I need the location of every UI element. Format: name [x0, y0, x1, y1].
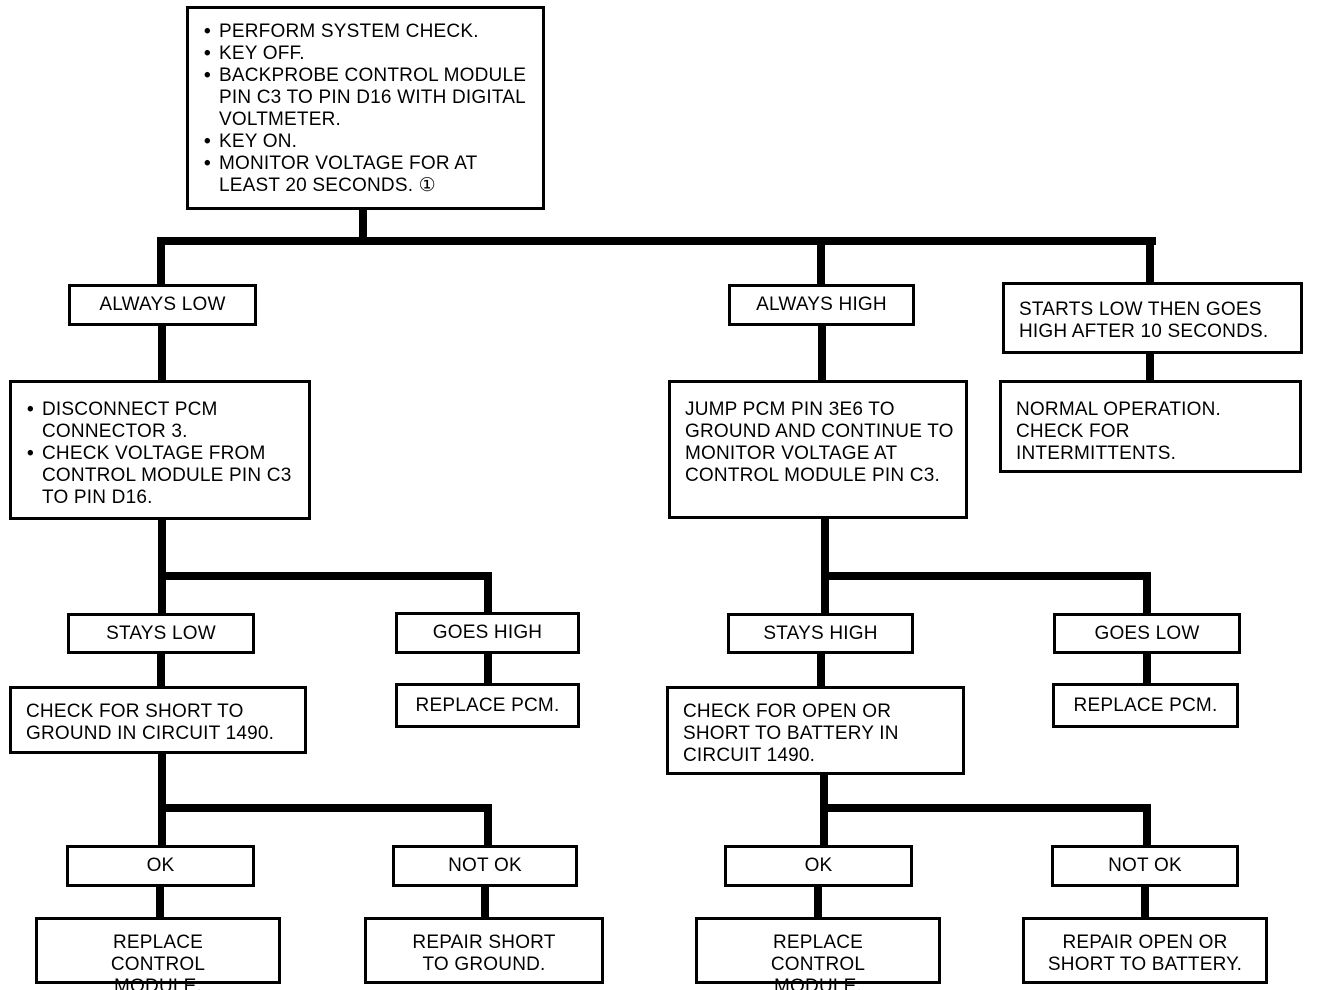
connector-stays-high-down [817, 650, 825, 690]
check-open-battery-box: CHECK FOR OPEN OR SHORT TO BATTERY IN CI… [666, 686, 965, 775]
connector-stays-low-down [157, 650, 165, 690]
low-action-box: DISCONNECT PCM CONNECTOR 3. CHECK VOLTAG… [9, 380, 311, 520]
always-low-label: ALWAYS LOW [68, 284, 257, 326]
connector-short-ground-down [158, 750, 166, 848]
connector-high-label-down [818, 322, 826, 384]
connector-to-high-not-ok [1143, 804, 1151, 848]
connector-to-goes-high [484, 572, 492, 616]
connector-to-always-high [817, 237, 825, 287]
connector-goes-high-down [484, 650, 492, 686]
low-replace-control-module-box: REPLACE CONTROL MODULE. [35, 917, 281, 990]
stays-high-label: STAYS HIGH [727, 613, 914, 654]
root-step: KEY ON. [203, 131, 534, 153]
low-action-step: DISCONNECT PCM CONNECTOR 3. [26, 399, 300, 443]
high-not-ok-label: NOT OK [1051, 845, 1239, 887]
repair-short-ground-box: REPAIR SHORT TO GROUND. [364, 917, 604, 984]
low-action-list: DISCONNECT PCM CONNECTOR 3. CHECK VOLTAG… [26, 399, 300, 509]
connector-top-bus [157, 237, 1156, 245]
connector-high-ok-bus [820, 804, 1151, 812]
connector-high-not-ok-down [1141, 883, 1149, 921]
normal-result-box: NORMAL OPERATION. CHECK FOR INTERMITTENT… [999, 380, 1302, 473]
connector-high-action-down [821, 515, 829, 616]
connector-low-ok-bus [158, 804, 492, 812]
goes-low-label: GOES LOW [1053, 613, 1241, 654]
stays-low-label: STAYS LOW [67, 613, 255, 654]
low-replace-pcm-box: REPLACE PCM. [395, 683, 580, 728]
connector-low-not-ok-down [481, 883, 489, 921]
check-short-ground-box: CHECK FOR SHORT TO GROUND IN CIRCUIT 149… [9, 686, 307, 754]
connector-to-goes-low [1143, 572, 1151, 616]
always-high-label: ALWAYS HIGH [728, 284, 915, 326]
connector-low-ok-down [156, 883, 164, 921]
connector-to-low-not-ok [484, 804, 492, 848]
low-action-step: CHECK VOLTAGE FROM CONTROL MODULE PIN C3… [26, 443, 300, 509]
high-action-box: JUMP PCM PIN 3E6 TO GROUND AND CONTINUE … [668, 380, 968, 519]
goes-high-label: GOES HIGH [395, 612, 580, 654]
connector-root-down [359, 206, 367, 242]
connector-high-ok-down [814, 883, 822, 921]
repair-open-battery-box: REPAIR OPEN OR SHORT TO BATTERY. [1022, 917, 1268, 984]
high-ok-label: OK [724, 845, 913, 887]
root-step: KEY OFF. [203, 43, 534, 65]
normal-condition-label: STARTS LOW THEN GOES HIGH AFTER 10 SECON… [1002, 282, 1303, 354]
high-replace-control-module-box: REPLACE CONTROL MODULE. [695, 917, 941, 990]
root-step: BACKPROBE CONTROL MODULE PIN C3 TO PIN D… [203, 65, 534, 131]
high-replace-pcm-box: REPLACE PCM. [1052, 683, 1239, 728]
connector-goes-low-down [1143, 650, 1151, 686]
root-step: PERFORM SYSTEM CHECK. [203, 21, 534, 43]
connector-to-always-low [157, 237, 165, 287]
connector-low-action-down [158, 516, 166, 616]
connector-normal-down [1146, 350, 1154, 384]
root-step: MONITOR VOLTAGE FOR AT LEAST 20 SECONDS.… [203, 153, 534, 197]
root-step-list: PERFORM SYSTEM CHECK. KEY OFF. BACKPROBE… [203, 21, 534, 197]
connector-high-bus [821, 572, 1151, 580]
root-step-box: PERFORM SYSTEM CHECK. KEY OFF. BACKPROBE… [186, 6, 545, 210]
low-not-ok-label: NOT OK [392, 845, 578, 887]
connector-low-bus [158, 572, 492, 580]
connector-low-label-down [158, 322, 166, 384]
connector-to-normal [1146, 237, 1154, 285]
low-ok-label: OK [66, 845, 255, 887]
